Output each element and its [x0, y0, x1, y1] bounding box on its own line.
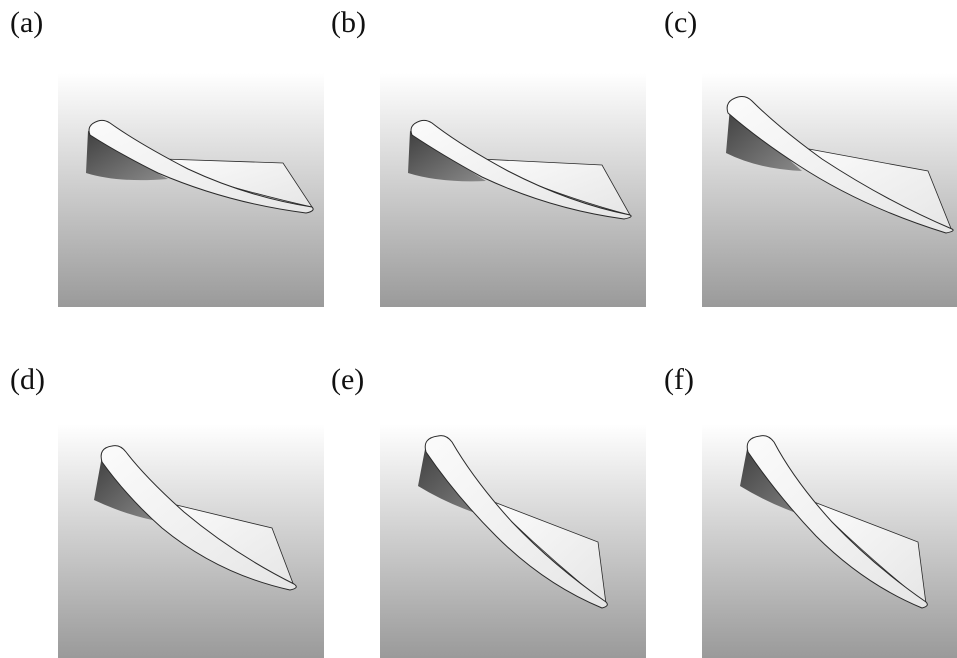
panel-label-a: (a)	[10, 6, 44, 39]
blade-render-d	[58, 424, 324, 658]
panel-label-d: (d)	[10, 363, 45, 396]
blade-render-c	[702, 73, 957, 307]
blade-leading-edge	[424, 435, 608, 609]
blade-panel-f	[702, 424, 957, 658]
blade-panel-e	[380, 424, 646, 658]
blade-panel-b	[380, 73, 646, 307]
blade-leading-edge	[88, 119, 314, 214]
panel-label-b: (b)	[331, 6, 366, 39]
panel-label-f: (f)	[664, 363, 694, 396]
blade-render-b	[380, 73, 646, 307]
blade-panel-c	[702, 73, 957, 307]
blade-panel-a	[58, 73, 324, 307]
blade-leading-edge	[726, 96, 954, 234]
blade-leading-edge	[410, 119, 632, 220]
panel-label-e: (e)	[331, 363, 365, 396]
blade-leading-edge	[100, 445, 297, 591]
blade-render-a	[58, 73, 324, 307]
blade-panel-d	[58, 424, 324, 658]
panel-label-c: (c)	[664, 6, 698, 39]
blade-render-f	[702, 424, 957, 658]
blade-render-e	[380, 424, 646, 658]
blade-leading-edge	[746, 435, 928, 609]
